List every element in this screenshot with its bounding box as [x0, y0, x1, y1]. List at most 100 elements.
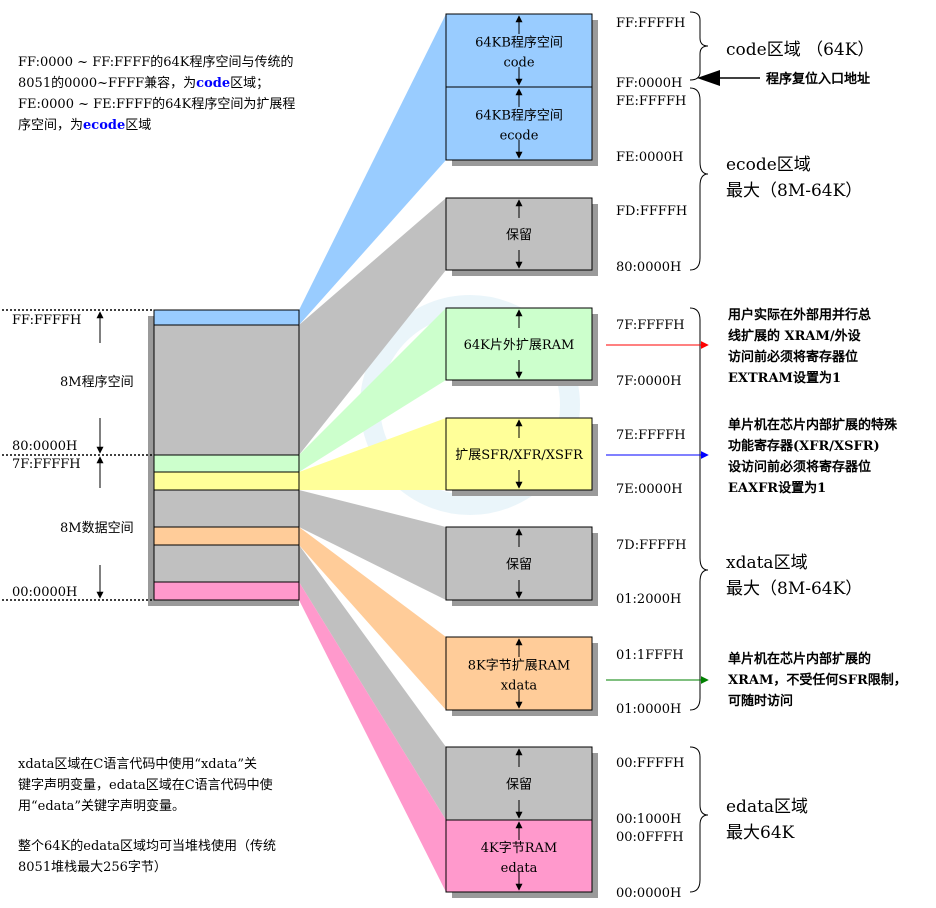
fan-ext-ram	[299, 308, 446, 472]
region-edata-label-1: edata区域	[726, 797, 808, 817]
left-addr-top: FF:FFFFH	[12, 313, 81, 328]
block-sublabel: code	[503, 56, 534, 71]
left-addr-bottom: 00:0000H	[12, 585, 77, 600]
block-label: 64KB程序空间	[475, 109, 563, 124]
address-labels: FF:FFFFH FF:0000H FE:FFFFH FE:0000H FD:FFFFH…	[616, 16, 687, 901]
reset-entry: 程序复位入口地址	[697, 70, 870, 87]
bottom-notes: xdata区域在C语言代码中使用“xdata”关 键字声明变量，edata区域在…	[18, 756, 276, 875]
address-label: FF:FFFFH	[616, 16, 685, 31]
block-sublabel: xdata	[501, 679, 538, 694]
address-label: 80:0000H	[616, 260, 681, 275]
inner-xram-callout-3: 可随时访问	[728, 693, 793, 709]
address-label: 00:FFFFH	[616, 756, 684, 771]
left-addr-mid-2: 7F:FFFFH	[12, 457, 81, 472]
block-label: 扩展SFR/XFR/XSFR	[455, 448, 584, 463]
block-label: 保留	[506, 228, 532, 243]
address-label: 01:1FFFH	[616, 648, 684, 663]
callout-arrows	[606, 341, 709, 684]
address-label: 7F:FFFFH	[616, 318, 685, 333]
sfr-callout-4: EAXFR设置为1	[728, 480, 826, 496]
data-space-label: 8M数据空间	[60, 521, 134, 536]
block-sublabel: ecode	[500, 129, 539, 144]
top-note-line-2: 8051的0000~FFFF兼容，为code区域；	[18, 75, 269, 91]
address-label: FD:FFFFH	[616, 204, 687, 219]
address-label: 7F:0000H	[616, 374, 682, 389]
brace-xdata	[689, 307, 709, 711]
region-xdata-label-2: 最大（8M-64K）	[726, 579, 862, 599]
sfr-callout-3: 设访问前必须将寄存器位	[728, 459, 871, 475]
block-xdata: 8K字节扩展RAM xdata	[445, 636, 598, 716]
connector-fans	[299, 14, 446, 892]
brace-code	[689, 11, 709, 81]
block-ext-ram: 64K片外扩展RAM	[445, 307, 598, 386]
block-label: 64K片外扩展RAM	[464, 338, 575, 353]
top-note-line-3: FE:0000 ~ FE:FFFF的64K程序空间为扩展程	[18, 96, 295, 112]
block-label: 4K字节RAM	[481, 841, 557, 856]
bottom-note-line-5: 8051堆栈最大256字节）	[18, 860, 167, 875]
address-label: 01:0000H	[616, 702, 681, 717]
fan-reserved-prog	[299, 198, 446, 455]
xram-callout-2: 线扩展的 XRAM/外设	[728, 328, 862, 344]
top-note-line-1: FF:0000 ~ FF:FFFF的64K程序空间与传统的	[18, 54, 294, 70]
right-memory-blocks: 64KB程序空间 code 64KB程序空间 ecode 保留 64K片外扩展RAM 扩展S…	[445, 13, 598, 898]
bottom-note-line-1: xdata区域在C语言代码中使用“xdata”关	[18, 756, 257, 772]
region-ecode-label-2: 最大（8M-64K）	[726, 181, 862, 201]
fan-reserved-data-1	[299, 490, 446, 600]
block-reserved-prog: 保留	[445, 197, 598, 276]
address-label: 7E:FFFFH	[616, 428, 686, 443]
fan-xdata	[299, 527, 446, 710]
address-label: FF:0000H	[616, 76, 682, 91]
top-note: FF:0000 ~ FF:FFFF的64K程序空间与传统的 8051的0000~…	[18, 54, 295, 133]
fan-edata	[299, 582, 446, 892]
left-memory-bar	[148, 309, 300, 606]
program-space-label: 8M程序空间	[60, 375, 134, 390]
brace-ecode	[689, 87, 709, 271]
region-ecode-label-1: ecode区域	[726, 155, 811, 175]
block-edata: 4K字节RAM edata	[445, 819, 598, 898]
block-sfr: 扩展SFR/XFR/XSFR	[445, 417, 598, 496]
brace-edata	[689, 746, 709, 893]
address-label: 7D:FFFFH	[616, 538, 687, 553]
region-labels: code区域 （64K） ecode区域 最大（8M-64K） xdata区域 …	[726, 40, 874, 843]
address-label: 7E:0000H	[616, 482, 683, 497]
top-note-line-4: 序空间，为ecode区域	[18, 118, 151, 133]
address-label: 01:2000H	[616, 592, 681, 607]
reset-entry-label: 程序复位入口地址	[766, 71, 870, 87]
sfr-callout-2: 功能寄存器(XFR/XSFR)	[728, 438, 880, 454]
inner-xram-callout-2: XRAM，不受任何SFR限制，	[728, 672, 907, 688]
address-label: 00:0000H	[616, 886, 681, 901]
bottom-note-line-3: 用“edata”关键字声明变量。	[18, 798, 185, 814]
ecode-keyword: ecode	[83, 118, 125, 133]
address-label: 00:0FFFH	[616, 830, 684, 845]
sfr-callout-1: 单片机在芯片内部扩展的特殊	[728, 417, 898, 433]
callout-texts: 用户实际在外部用并行总 线扩展的 XRAM/外设 访问前必须将寄存器位 EXTR…	[727, 307, 907, 709]
fan-code	[299, 14, 446, 325]
region-xdata-label-1: xdata区域	[726, 553, 808, 573]
left-addr-mid-1: 80:0000H	[12, 439, 77, 454]
block-label: 64KB程序空间	[475, 36, 563, 51]
block-sublabel: edata	[501, 861, 538, 876]
region-edata-label-2: 最大64K	[726, 823, 795, 843]
reset-arrow-icon	[697, 70, 720, 86]
block-code: 64KB程序空间 code	[445, 13, 598, 93]
region-code-label: code区域 （64K）	[726, 40, 874, 60]
address-label: FE:0000H	[616, 150, 683, 165]
block-reserved-data-1: 保留	[445, 526, 598, 606]
code-keyword: code	[196, 76, 230, 91]
xram-callout-1: 用户实际在外部用并行总	[727, 307, 871, 323]
xram-callout-4: EXTRAM设置为1	[728, 370, 841, 386]
left-labels: FF:FFFFH 8M程序空间 80:0000H 7F:FFFFH 8M数据空间…	[12, 313, 134, 600]
bottom-note-line-4: 整个64K的edata区域均可当堆栈使用（传统	[18, 838, 276, 854]
address-label: 00:1000H	[616, 812, 681, 827]
block-ecode: 64KB程序空间 ecode	[445, 86, 598, 166]
region-braces	[689, 11, 709, 893]
xram-callout-3: 访问前必须将寄存器位	[728, 349, 858, 365]
fan-reserved-data-2	[299, 545, 446, 820]
block-label: 8K字节扩展RAM	[468, 659, 570, 674]
fan-sfr	[299, 418, 446, 490]
inner-xram-callout-1: 单片机在芯片内部扩展的	[728, 651, 871, 667]
block-label: 保留	[506, 778, 532, 793]
left-guides	[2, 309, 154, 601]
address-label: FE:FFFFH	[616, 94, 686, 109]
